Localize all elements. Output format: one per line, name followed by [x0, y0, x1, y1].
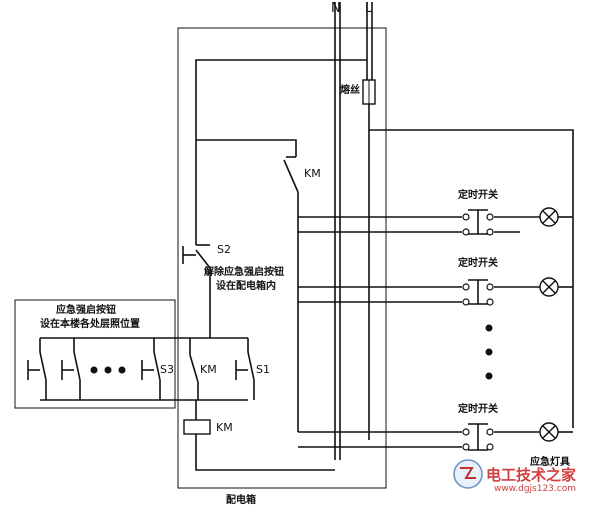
timer-switch-2-symbol — [468, 279, 488, 305]
s3-switch-symbol — [141, 338, 161, 400]
emergency-lamp-label: 应急灯具 — [530, 457, 570, 468]
lamp-2 — [539, 277, 559, 297]
timer-switch-3-label: 定时开关 — [458, 404, 498, 415]
timer-switch-2-label: 定时开关 — [458, 258, 498, 269]
km-contact-label: KM — [304, 167, 321, 180]
n-mains-line — [334, 2, 341, 460]
km-coil-label: KM — [216, 421, 233, 434]
lamp-1 — [539, 207, 559, 227]
km-hold-label: KM — [200, 363, 217, 376]
ellipsis-dot — [90, 366, 98, 374]
cabinet-outline — [177, 27, 387, 489]
ellipsis-dot — [118, 366, 126, 374]
local-button-box — [14, 299, 176, 409]
coil-return-wire — [195, 434, 335, 471]
ellipsis-dot — [485, 348, 493, 356]
lamp-3 — [539, 422, 559, 442]
emergency-button-2 — [61, 338, 81, 400]
watermark-logo-text: 电工技术之家 — [486, 466, 577, 484]
top-supply-wire — [195, 59, 367, 245]
fuse-label: 熔丝 — [340, 85, 360, 96]
l-line-label: L — [365, 1, 373, 16]
cabinet-label: 配电箱 — [226, 495, 256, 506]
box-note-line1: 应急强启按钮 — [56, 305, 116, 316]
ellipsis-dot — [485, 324, 493, 332]
km-coil-symbol — [183, 419, 211, 435]
timer-switch-1-symbol — [468, 209, 488, 235]
emergency-button-1 — [27, 338, 47, 400]
ellipsis-dot — [104, 366, 112, 374]
km-branch-wire — [196, 139, 297, 157]
s2-note-line2: 设在配电箱内 — [216, 281, 276, 292]
watermark-logo-icon — [453, 459, 483, 489]
s2-switch-symbol — [182, 244, 211, 269]
watermark-url: www.dgjs123.com — [494, 484, 576, 494]
timer-switch-1-label: 定时开关 — [458, 190, 498, 201]
s1-switch-symbol — [235, 338, 255, 400]
s2-note-line1: 解除应急强启按钮 — [204, 267, 284, 278]
km-hold-contact-symbol — [189, 338, 199, 400]
box-note-line2: 设在本楼各处层照位置 — [40, 319, 140, 330]
n-line-label: N — [331, 1, 341, 16]
s1-label: S1 — [256, 363, 270, 376]
l-mains-line — [366, 2, 373, 440]
lighting-bus — [369, 129, 574, 428]
s2-label: S2 — [217, 243, 231, 256]
s3-label: S3 — [160, 363, 174, 376]
timer-switch-3-symbol — [468, 423, 488, 451]
km-contact-symbol — [283, 156, 299, 193]
ellipsis-dot — [485, 372, 493, 380]
